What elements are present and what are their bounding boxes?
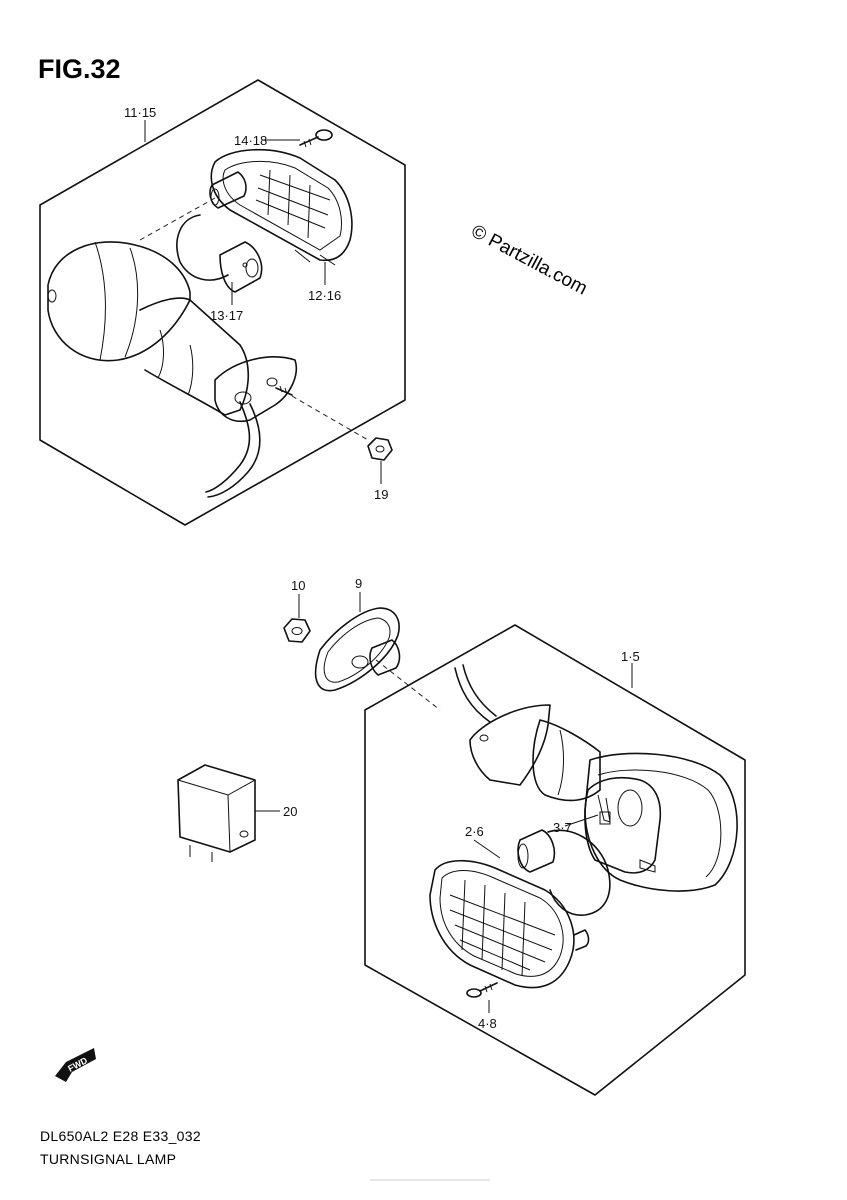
upper-bulb[interactable]	[176, 214, 263, 293]
callout-9: 9	[355, 576, 362, 591]
lower-turn-signal-housing[interactable]	[454, 664, 738, 892]
diagram-name: TURNSIGNAL LAMP	[40, 1151, 176, 1167]
lower-screw[interactable]	[466, 982, 498, 998]
upper-assembly-frame	[39, 79, 406, 526]
callout-19: 19	[374, 487, 388, 502]
lower-lens[interactable]	[429, 859, 590, 989]
gasket-9[interactable]	[314, 607, 401, 692]
upper-screw[interactable]	[299, 129, 333, 148]
relay-20[interactable]	[177, 764, 256, 862]
callout-4-8: 4·8	[478, 1016, 497, 1031]
upper-lens[interactable]	[209, 148, 353, 266]
callout-13-17: 13·17	[210, 308, 243, 323]
callout-20: 20	[283, 804, 297, 819]
fwd-arrow-icon: FWD	[55, 1048, 96, 1082]
callout-12-16: 12·16	[308, 288, 341, 303]
callout-11-15: 11·15	[124, 105, 156, 120]
upper-turn-signal-housing[interactable]	[47, 241, 297, 498]
callout-2-6: 2·6	[465, 824, 484, 839]
callout-1-5: 1·5	[621, 649, 640, 664]
callout-10: 10	[291, 578, 305, 593]
callout-3-7: 3·7	[553, 820, 572, 835]
callout-14-18: 14·18	[234, 133, 267, 148]
figure-title: FIG.32	[38, 54, 121, 84]
upper-nut[interactable]	[367, 437, 393, 461]
upper-alignment-lines	[139, 197, 369, 441]
lower-bulb[interactable]	[517, 829, 611, 916]
upper-leader-lines	[144, 120, 382, 484]
lower-assembly-frame	[364, 624, 746, 1096]
model-code: DL650AL2 E28 E33_032	[40, 1128, 201, 1144]
watermark: © Partzilla.com	[468, 221, 591, 300]
lower-nut-10[interactable]	[283, 618, 311, 643]
lower-leader-lines	[473, 663, 633, 1013]
